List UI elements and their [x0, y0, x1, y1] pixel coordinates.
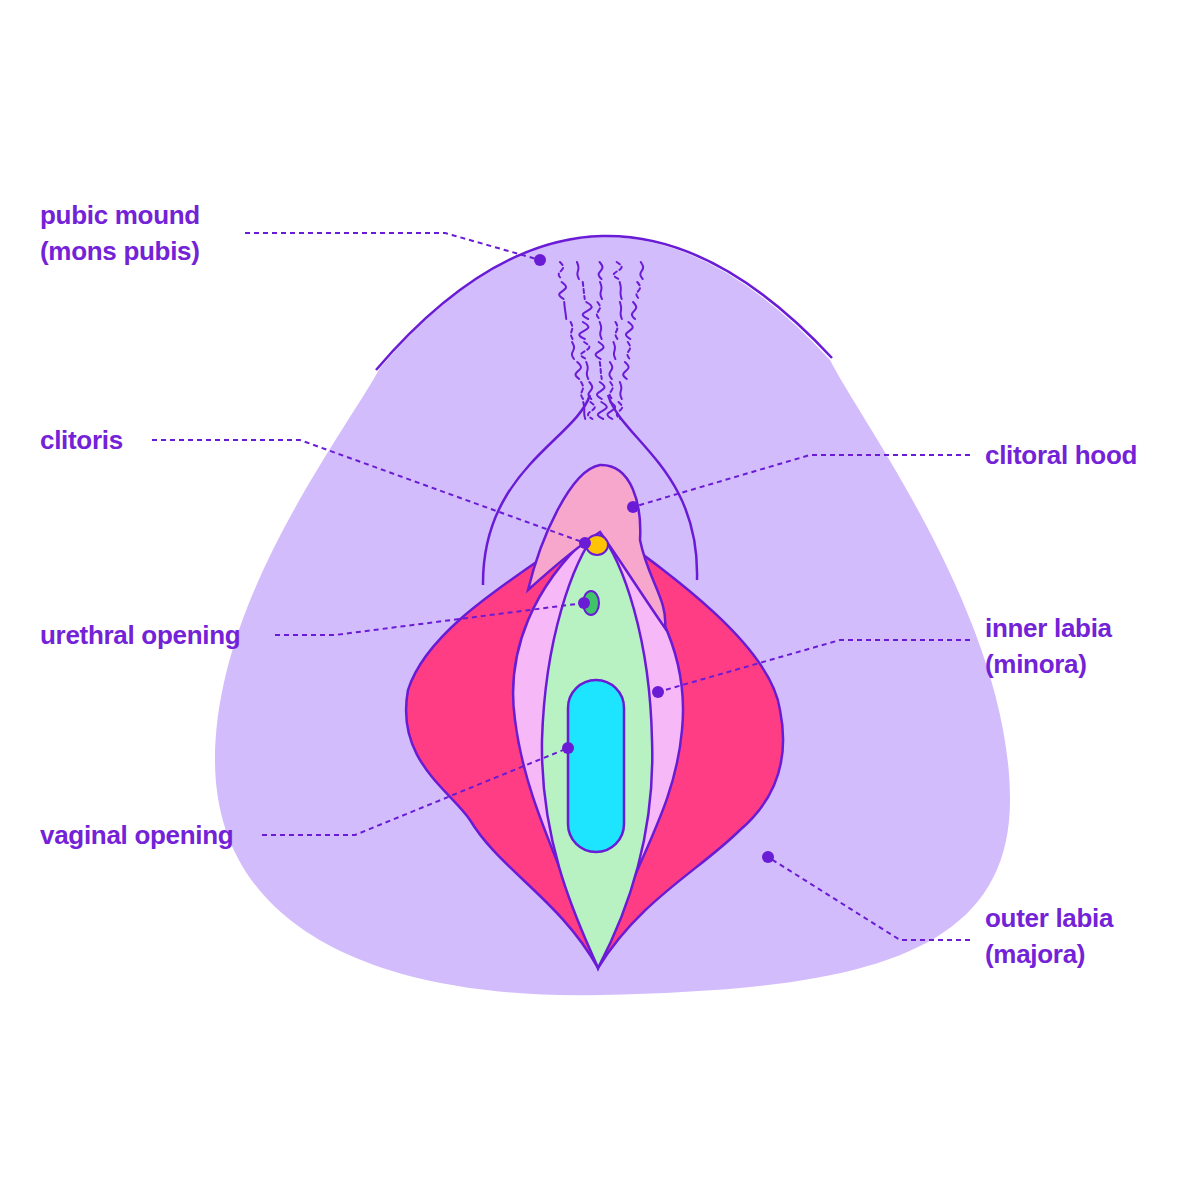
- hair-stroke: [581, 382, 583, 399]
- hair-stroke: [597, 302, 600, 319]
- hair-stroke: [572, 342, 574, 359]
- pubic-hair: [559, 262, 643, 419]
- hair-stroke: [583, 282, 585, 299]
- leader-lines: [152, 233, 970, 940]
- part-label: clitoris: [40, 422, 123, 458]
- hair-stroke: [600, 322, 602, 339]
- part-label: urethral opening: [40, 617, 240, 653]
- leader-dot: [627, 501, 639, 513]
- hair-stroke: [596, 342, 604, 359]
- hair-stroke: [559, 262, 564, 279]
- hair-stroke: [620, 382, 622, 399]
- part-label: outer labia (majora): [985, 900, 1155, 972]
- hair-stroke: [620, 302, 622, 319]
- leader-line: [262, 748, 568, 835]
- vestibule-shape: [542, 530, 652, 968]
- outer-labia-shape: [406, 520, 783, 968]
- hair-stroke: [598, 402, 607, 419]
- leader-line: [768, 857, 970, 940]
- hair-stroke: [581, 342, 589, 359]
- hair-stroke: [600, 282, 602, 299]
- hair-stroke: [597, 382, 605, 399]
- leader-line: [633, 455, 970, 507]
- hair-stroke: [626, 322, 633, 339]
- hair-stroke: [571, 322, 573, 339]
- hair-stroke: [623, 362, 628, 379]
- part-label: clitoral hood: [985, 437, 1137, 473]
- leader-dot: [562, 742, 574, 754]
- hair-stroke: [632, 302, 636, 319]
- mons-outline: [376, 236, 832, 370]
- hair-stroke: [575, 362, 581, 379]
- clitoral-hood-shape: [528, 465, 665, 628]
- leader-dot: [579, 537, 591, 549]
- hair-stroke: [615, 322, 617, 339]
- part-label: vaginal opening: [40, 817, 233, 853]
- hair-stroke: [613, 342, 615, 359]
- part-label: inner labia (minora): [985, 610, 1155, 682]
- hair-stroke: [559, 282, 566, 299]
- hair-stroke: [577, 262, 579, 279]
- hair-stroke: [614, 262, 622, 279]
- hair-stroke: [579, 322, 588, 339]
- hair-stroke: [564, 302, 566, 319]
- hair-stroke: [627, 342, 630, 359]
- hair-stroke: [583, 302, 592, 319]
- hair-stroke: [640, 262, 643, 279]
- leader-dot: [762, 851, 774, 863]
- vaginal-opening-shape: [568, 680, 624, 852]
- leader-dot: [534, 254, 546, 266]
- leader-line: [658, 640, 970, 692]
- hair-stroke: [620, 282, 622, 299]
- leader-dot: [652, 686, 664, 698]
- leader-line: [275, 603, 584, 635]
- hair-stroke: [609, 362, 612, 379]
- part-label: pubic mound (mons pubis): [40, 197, 250, 269]
- hair-stroke: [599, 262, 603, 279]
- hair-stroke: [636, 282, 640, 299]
- hair-stroke: [610, 382, 613, 399]
- leader-dot: [578, 597, 590, 609]
- hair-stroke: [586, 362, 588, 379]
- leader-line: [245, 233, 540, 260]
- skin-region: [215, 237, 1010, 995]
- leader-line: [152, 440, 585, 543]
- hair-stroke: [588, 402, 595, 419]
- leader-dots: [534, 254, 774, 863]
- hair-stroke: [600, 362, 602, 379]
